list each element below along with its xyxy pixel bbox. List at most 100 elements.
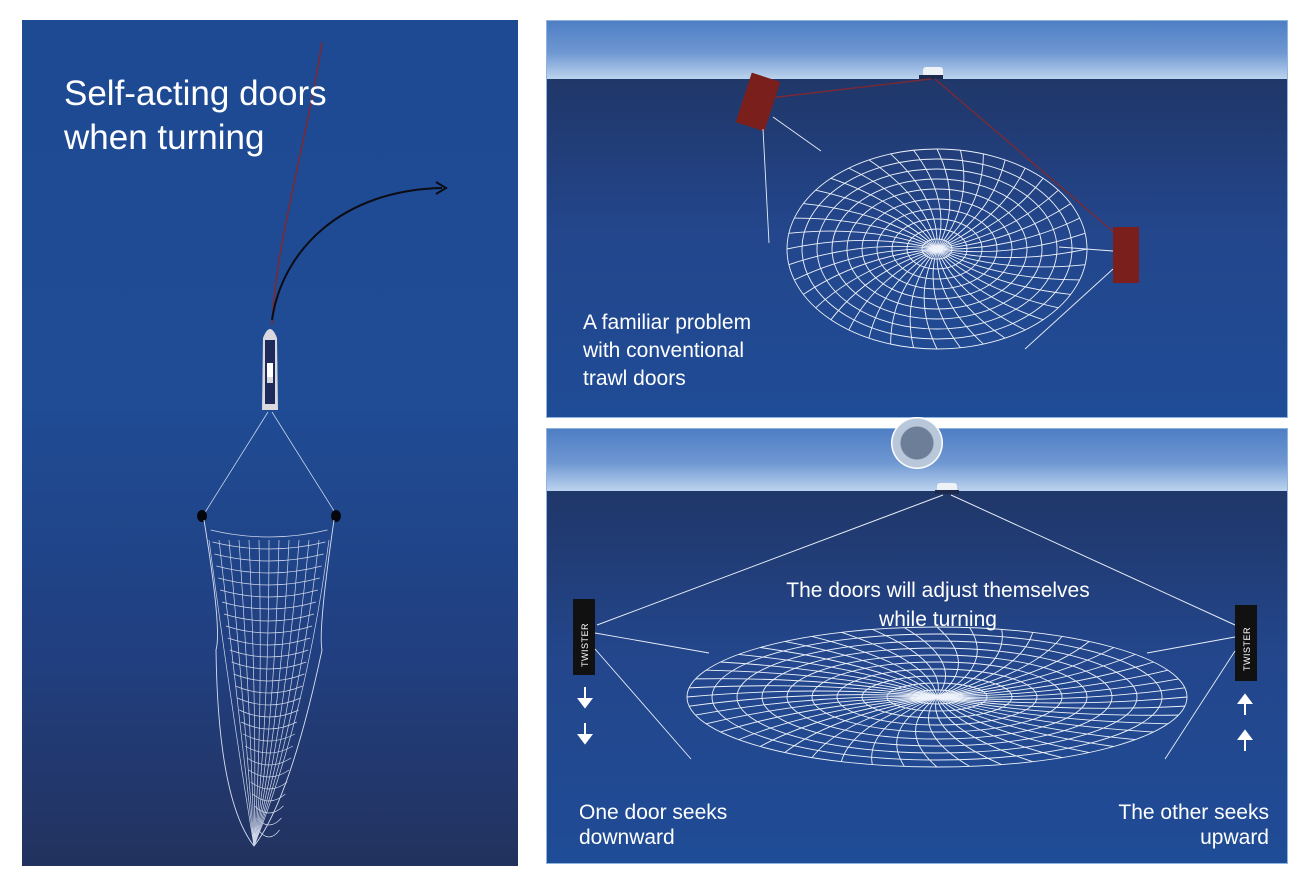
boat-icon-bottom xyxy=(935,483,959,494)
net-ring xyxy=(891,218,983,280)
net-strand xyxy=(786,240,938,250)
net-strand xyxy=(936,232,1086,253)
net-strand xyxy=(890,153,938,250)
net-strand xyxy=(936,159,1006,250)
net-strand xyxy=(784,641,938,698)
net-row xyxy=(254,805,284,814)
net-column xyxy=(253,539,310,847)
net-column xyxy=(253,539,320,847)
net-strand xyxy=(936,636,1063,698)
net-row xyxy=(223,613,315,622)
net-strand xyxy=(936,248,1088,258)
net-strand xyxy=(904,627,946,698)
net-strand xyxy=(936,248,1044,321)
bottom-right-panel: TWISTER TWISTER The doors will adjust th… xyxy=(546,428,1288,864)
net-strand xyxy=(840,696,938,762)
net-ring xyxy=(811,661,1063,733)
boat-icon xyxy=(262,329,278,410)
left-illustration xyxy=(197,41,448,847)
bridle-2 xyxy=(772,116,822,152)
top-caption-line-1: A familiar problem xyxy=(583,311,752,334)
net-ring xyxy=(831,178,1043,320)
net-column xyxy=(253,539,261,847)
net-strand xyxy=(738,696,938,741)
net-ring xyxy=(711,633,1163,761)
net-row xyxy=(221,601,317,610)
net-column xyxy=(248,539,256,847)
net-strand xyxy=(794,248,938,281)
net-column xyxy=(253,539,280,847)
net-strand xyxy=(848,248,938,331)
net-strand xyxy=(794,217,938,250)
net-strand xyxy=(868,248,938,339)
net-strand xyxy=(936,696,1136,741)
net-strand xyxy=(936,696,1154,733)
net-strand xyxy=(815,248,938,309)
net-column xyxy=(253,539,290,847)
net-strand xyxy=(936,217,1080,250)
net-row xyxy=(246,757,292,766)
net-strand xyxy=(936,696,1090,753)
net-mesh-bottom xyxy=(686,626,1188,768)
net-ring xyxy=(861,198,1013,300)
net-strand xyxy=(811,696,938,758)
left-door-icon xyxy=(197,510,207,522)
net-strand xyxy=(936,687,1185,700)
net-column xyxy=(238,539,255,847)
right-caption-line-2: upward xyxy=(1200,826,1269,849)
net-row xyxy=(210,529,328,538)
net-ring xyxy=(736,640,1138,754)
net-strand xyxy=(738,653,938,698)
net-strand xyxy=(928,696,970,767)
left-door-label: TWISTER xyxy=(580,623,590,667)
net-row xyxy=(258,829,280,838)
net-strand xyxy=(695,696,938,716)
net-strand xyxy=(720,661,938,698)
net-ring xyxy=(876,208,998,290)
left-trawl-door xyxy=(735,72,781,132)
net-strand xyxy=(936,696,1063,759)
net-strand xyxy=(803,203,938,250)
net-strand xyxy=(936,696,1168,725)
red-tow-line xyxy=(271,41,323,326)
up-arrows-icon xyxy=(1237,693,1253,751)
net-strand xyxy=(936,696,1179,716)
net-mesh-top xyxy=(786,148,1088,350)
net-strand xyxy=(706,669,938,698)
net-strand xyxy=(936,148,951,250)
bridle-4 xyxy=(1024,268,1114,350)
right-door-label: TWISTER xyxy=(1242,627,1252,671)
net-row xyxy=(231,661,307,670)
net-strand xyxy=(872,628,939,698)
bridle-1 xyxy=(762,128,770,244)
net-strand xyxy=(913,149,942,250)
water-band xyxy=(547,79,1287,417)
net-strand xyxy=(689,694,938,707)
net-row xyxy=(233,673,305,682)
net-strand xyxy=(695,678,938,698)
net-column xyxy=(253,539,300,847)
net-ring xyxy=(906,228,968,270)
net-strand xyxy=(936,189,1059,250)
bottom-illustration: TWISTER TWISTER xyxy=(573,483,1257,768)
sky-band xyxy=(547,21,1287,79)
net-strand xyxy=(936,647,1114,698)
net-ring xyxy=(846,188,1028,310)
net-column xyxy=(208,539,255,847)
net-ring xyxy=(816,168,1058,330)
net-strand xyxy=(936,248,1086,268)
net-row xyxy=(229,649,309,658)
net-row xyxy=(244,745,294,754)
bridle-left-top xyxy=(594,632,710,654)
net-strand xyxy=(788,245,938,266)
net-row xyxy=(256,817,282,826)
net-strand xyxy=(686,690,938,698)
top-right-panel: A familiar problem with conventional tra… xyxy=(546,20,1288,418)
net-strand xyxy=(896,696,938,767)
net-row xyxy=(227,637,311,646)
net-row xyxy=(239,709,299,718)
net-strand xyxy=(815,189,938,250)
net-strand xyxy=(936,678,1179,698)
center-caption-line-1: The doors will adjust themselves xyxy=(786,579,1090,602)
net-strand xyxy=(841,631,938,698)
